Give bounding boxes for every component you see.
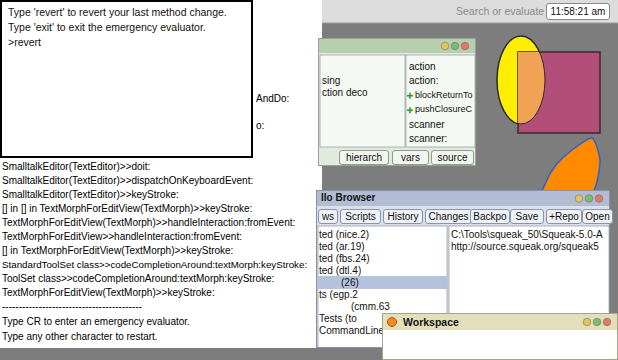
search-field-hint: Search or evaluate <box>456 5 544 18</box>
menu-bar <box>322 0 618 23</box>
selection-highlight <box>318 276 447 289</box>
browser-button: hierarch <box>339 150 389 165</box>
overlap-region <box>518 52 545 124</box>
stack-frame: StandardToolSet class>>codeCompletionAro… <box>2 259 307 271</box>
list-item: action <box>409 61 436 73</box>
list-item: (26) <box>341 277 359 289</box>
title-bar <box>383 314 617 330</box>
browser-window: hierarch vars source singction deco action ac… <box>318 38 476 166</box>
button-label: +Repo <box>549 211 579 223</box>
button-label: Save <box>516 211 539 223</box>
trace-fragment: AndDo: <box>256 93 289 105</box>
browser-button: source <box>431 150 474 165</box>
stack-frame: [] in TextMorphForEditView(TextMorph)>>k… <box>2 245 233 257</box>
button-label: History <box>387 211 418 223</box>
window-button <box>593 318 601 326</box>
window-button <box>595 195 603 203</box>
list-item: C:\Tools\squeak_50\Squeak-5.0-A <box>451 229 603 241</box>
instruction-text: Type any other character to restart. <box>2 331 158 343</box>
list-pane <box>320 55 405 147</box>
monticello-button: History <box>383 209 423 224</box>
stack-frame: TextMorphForEditView(TextMorph)>>keyStro… <box>2 287 215 299</box>
override-marker <box>407 93 413 99</box>
yellow-ellipse <box>497 36 545 124</box>
window-title: Workspace <box>403 316 459 329</box>
button-label: hierarch <box>346 152 382 164</box>
override-marker <box>407 107 413 113</box>
window-button <box>451 42 459 50</box>
list-item: http://source.squeak.org/squeak5 <box>451 241 599 253</box>
button-label: Scripts <box>345 211 376 223</box>
list-item: (cmm.63 <box>351 301 390 313</box>
window-icon <box>388 318 397 327</box>
window-button <box>461 42 469 50</box>
monticello-button: Open <box>582 209 613 224</box>
ellipse-outline <box>518 52 545 124</box>
list-item: scanner: <box>409 133 447 145</box>
evaluator-line: Type 'revert' to revert your last method… <box>8 6 227 19</box>
stack-frame: SmalltalkEditor(TextEditor)>>doit: <box>2 161 150 173</box>
instruction-text: Type CR to enter an emergency evaluator. <box>2 316 190 328</box>
window-button <box>441 42 449 50</box>
emergency-evaluator: Type 'revert' to revert your last method… <box>0 0 253 158</box>
button-label: Changes <box>428 211 468 223</box>
separator-line: ----------------------------------------… <box>2 301 142 313</box>
menu-bar-edge <box>322 23 618 24</box>
monticello-button: Scripts <box>340 209 381 224</box>
window-button <box>583 318 591 326</box>
trace-panel <box>0 0 322 348</box>
list-item: blockReturnTo <box>415 90 473 101</box>
monticello-button: Save <box>510 209 544 224</box>
stack-frame: TextMorphForEditView>>handleInteraction:… <box>2 231 242 243</box>
button-label: ws <box>322 211 334 223</box>
list-item: ted (ar.19) <box>319 241 365 253</box>
button-label: 11:58:21 am <box>551 6 606 18</box>
window-title: llo Browser <box>321 192 375 204</box>
button-label: Open <box>585 211 609 223</box>
button-label: Backpo <box>473 211 506 223</box>
window-chrome <box>319 39 475 165</box>
window-button <box>585 195 593 203</box>
list-item: pushClosureC <box>415 104 472 115</box>
title-bar <box>319 39 475 53</box>
list-pane <box>406 55 475 147</box>
list-item: ted (dtl.4) <box>319 265 361 277</box>
stack-frame: SmalltalkEditor(TextEditor)>>keyStroke: <box>2 189 179 201</box>
list-item: Tests (to <box>319 313 357 325</box>
clock-box: 11:58:21 am <box>546 3 610 20</box>
monticello-button: Backpo <box>470 209 510 224</box>
stack-frame: TextMorphForEditView(TextMorph)>>handleI… <box>2 217 295 229</box>
window-button <box>575 195 583 203</box>
stack-frame: [] in [] in TextMorphForEditView(TextMor… <box>2 203 252 215</box>
evaluator-line: Type 'exit' to exit the emergency evalua… <box>8 21 206 34</box>
list-item: ts (egp.2 <box>319 289 358 301</box>
workspace-window: Workspace <box>382 313 618 360</box>
title-bar <box>317 191 609 206</box>
list-item: action: <box>409 75 438 87</box>
window-button <box>603 318 611 326</box>
list-item: ction deco <box>322 87 368 99</box>
stack-frame: SmalltalkEditor(TextEditor)>>dispatchOnK… <box>2 175 253 187</box>
monticello-button: ws <box>318 209 338 224</box>
window-title: sing <box>322 75 340 87</box>
monticello-button: Changes <box>425 209 472 224</box>
evaluator-line: >revert <box>8 36 41 49</box>
button-label: vars <box>401 152 420 164</box>
list-item: ted (fbs.24) <box>319 253 370 265</box>
list-item: scanner <box>409 119 445 131</box>
browser-button: vars <box>392 150 429 165</box>
monticello-button: +Repo <box>546 209 582 224</box>
trace-fragment: o: <box>256 120 264 132</box>
button-label: source <box>437 152 467 164</box>
list-item: ted (nice.2) <box>319 229 369 241</box>
stack-frame: ToolSet class>>codeCompletionAround:text… <box>2 273 274 285</box>
